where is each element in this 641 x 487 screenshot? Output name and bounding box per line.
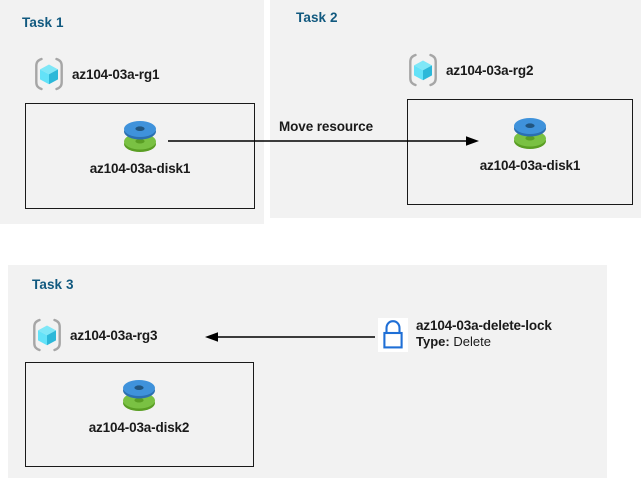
resource-group-icon (409, 53, 437, 87)
resource-group-node-rg1[interactable]: az104-03a-rg1 (33, 57, 160, 91)
resource-group-icon (35, 57, 63, 91)
resource-group-node-rg2[interactable]: az104-03a-rg2 (407, 53, 534, 87)
resource-group-label-rg3: az104-03a-rg3 (70, 327, 158, 343)
managed-disk-icon (123, 380, 155, 411)
panel-task-3 (8, 265, 607, 478)
resource-box-task-1 (25, 103, 255, 209)
resource-group-label-rg2: az104-03a-rg2 (446, 62, 534, 78)
disk-node-task-1[interactable]: az104-03a-disk1 (80, 113, 200, 176)
panel-task-2 (270, 0, 641, 218)
panel-title-task-1: Task 1 (22, 15, 64, 30)
panel-title-task-3: Task 3 (32, 277, 74, 292)
lock-applies-arrow (205, 332, 375, 342)
disk-label-task-1: az104-03a-disk1 (89, 161, 191, 176)
move-resource-label: Move resource (279, 119, 373, 134)
lock-icon (378, 318, 408, 352)
disk-label-task-2: az104-03a-disk1 (479, 158, 581, 173)
move-resource-arrow (168, 136, 479, 146)
lock-type-row: Type: Delete (416, 334, 552, 350)
disk-node-task-3[interactable]: az104-03a-disk2 (79, 372, 199, 435)
managed-disk-icon (514, 118, 546, 149)
lock-text-group: az104-03a-delete-lock Type: Delete (416, 318, 552, 350)
resource-box-task-2 (407, 99, 633, 205)
lock-name-label: az104-03a-delete-lock (416, 318, 552, 333)
delete-lock-node[interactable]: az104-03a-delete-lock Type: Delete (378, 318, 552, 352)
panel-title-task-2: Task 2 (296, 10, 338, 25)
resource-box-task-3 (25, 362, 254, 467)
lock-type-key: Type: (416, 334, 450, 350)
lock-type-value: Delete (453, 334, 491, 350)
resource-group-node-rg3[interactable]: az104-03a-rg3 (31, 318, 158, 352)
panel-task-1 (0, 0, 264, 224)
resource-group-icon (33, 318, 61, 352)
disk-label-task-3: az104-03a-disk2 (88, 420, 190, 435)
managed-disk-icon (124, 121, 156, 152)
disk-node-task-2[interactable]: az104-03a-disk1 (470, 110, 590, 173)
resource-group-label-rg1: az104-03a-rg1 (72, 66, 160, 82)
